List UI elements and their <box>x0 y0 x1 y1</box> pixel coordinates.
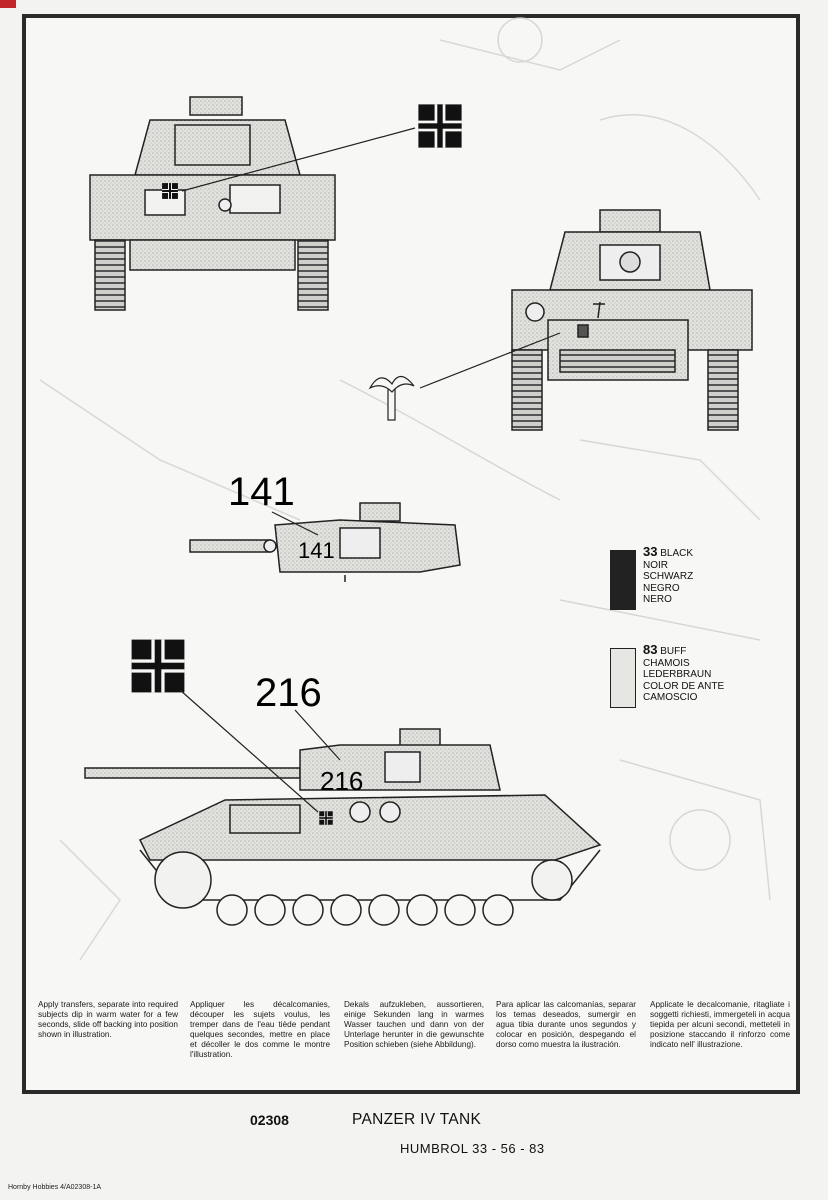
footer-reference: Hornby Hobbies 4/A02308-1A <box>8 1184 102 1191</box>
product-title: PANZER IV TANK <box>352 1111 482 1128</box>
turret-side-view <box>189 502 461 582</box>
product-code: 02308 <box>250 1112 289 1128</box>
instructions-spanish: Para aplicar las calcomanías, separar lo… <box>496 1000 636 1049</box>
instructions-english: Apply transfers, separate into required … <box>38 1000 178 1039</box>
legend-black-code: 33 <box>643 544 658 559</box>
decal-number-216: 216 <box>255 671 322 715</box>
turret-number-141: 141 <box>298 538 335 563</box>
palm-tree-decal <box>368 375 415 421</box>
instructions-german: Dekals aufzukleben, aussortieren, einige… <box>344 1000 484 1049</box>
hull-cross-decal <box>319 811 333 825</box>
legend-black-name-fr: NOIR <box>643 559 668 571</box>
legend-black-name-en: BLACK <box>660 548 694 559</box>
legend-swatch-black <box>610 550 636 610</box>
side-view-tank <box>84 728 602 926</box>
rear-view-tank <box>89 96 336 311</box>
legend-black-name-de: SCHWARZ <box>643 571 694 582</box>
legend-black-name-it: NERO <box>643 594 672 605</box>
instructions-italian: Applicate le decalcomanie, ritagliate i … <box>650 1000 790 1049</box>
legend-black-name-es: NEGRO <box>643 582 680 594</box>
legend-black: 33 BLACK NOIR SCHWARZ NEGRO NERO <box>643 544 694 606</box>
legend-buff: 83 BUFF CHAMOIS LEDERBRAUN COLOR DE ANTE… <box>643 642 725 704</box>
legend-swatch-buff <box>610 648 636 708</box>
paint-numbers: HUMBROL 33 - 56 - 83 <box>400 1141 545 1156</box>
balkenkreuz-decal-1 <box>418 104 462 148</box>
legend-buff-code: 83 <box>643 642 658 657</box>
legend-buff-name-it: CAMOSCIO <box>643 692 698 703</box>
legend-buff-name-es: COLOR DE ANTE <box>643 680 725 692</box>
front-view-tank <box>511 209 753 431</box>
legend-buff-name-fr: CHAMOIS <box>643 657 690 669</box>
turret-number-216: 216 <box>320 766 363 796</box>
decal-number-141: 141 <box>228 470 295 514</box>
rear-cross-decal <box>162 183 178 199</box>
legend-buff-name-en: BUFF <box>660 646 687 657</box>
instructions-french: Appliquer les décalcomanies, découper le… <box>190 1000 330 1059</box>
corner-mark <box>0 0 16 8</box>
balkenkreuz-decal-2 <box>131 639 185 693</box>
legend-buff-name-de: LEDERBRAUN <box>643 669 712 680</box>
